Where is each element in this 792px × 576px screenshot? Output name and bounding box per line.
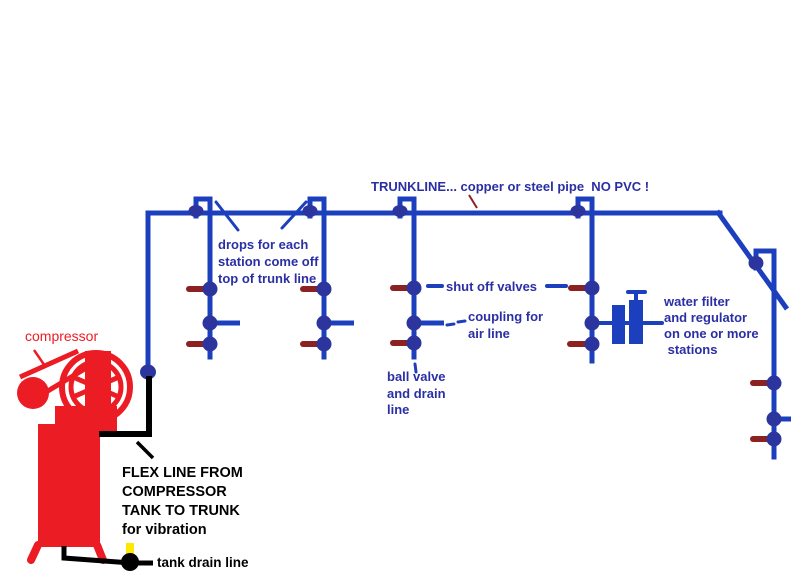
- shutoff-valve-body: [202, 281, 218, 297]
- drop-station-2: [300, 196, 354, 360]
- coupling-fitting: [766, 411, 782, 427]
- drop-station-5: [748, 248, 791, 460]
- flexline-leader-line: [135, 440, 155, 460]
- trunk-tee-fitting: [302, 205, 318, 217]
- trunkline-leader-line: [468, 194, 478, 209]
- flex-line-pipe: [99, 376, 152, 437]
- trunk-tee-fitting: [570, 205, 586, 217]
- motor: [17, 377, 49, 409]
- tank-body: [38, 424, 100, 547]
- ball-valve-label: ball valve and drain line: [387, 369, 446, 417]
- shutoff-valve-body: [584, 280, 600, 296]
- drop-pipe: [193, 196, 213, 360]
- drops-leader-line-1: [214, 200, 240, 232]
- drain-valve-handle: [126, 543, 134, 557]
- shutoff-valve-body: [406, 280, 422, 296]
- flex-line-label: FLEX LINE FROM COMPRESSOR TANK TO TRUNK …: [122, 465, 243, 538]
- drop-pipe: [575, 196, 595, 364]
- drain-line-pipe: [61, 546, 153, 566]
- drop-pipe: [397, 196, 417, 360]
- trunk-tee-fitting: [748, 256, 764, 270]
- coupling-fitting: [316, 315, 332, 331]
- flex-connection-fitting: [140, 364, 156, 380]
- ballvalve-leader-dash: [413, 362, 418, 374]
- coupling-fitting: [584, 315, 600, 331]
- trunkline-label: TRUNKLINE... copper or steel pipe NO PVC…: [371, 179, 650, 194]
- compressor-label: compressor: [25, 328, 99, 344]
- regulator-body: [629, 300, 643, 344]
- compressor-drawing: [17, 348, 133, 564]
- compressor-leader-line: [32, 349, 47, 367]
- water-filter-label: water filter and regulator on one or mor…: [664, 294, 759, 357]
- shutoff-valve-body: [316, 281, 332, 297]
- tank-leg-left: [27, 541, 42, 564]
- trunk-tee-fitting: [188, 205, 204, 217]
- coupling-fitting: [202, 315, 218, 331]
- drop-station-1: [186, 196, 240, 360]
- trunk-tee-fitting: [392, 205, 408, 217]
- tank-drain-group: [61, 543, 153, 571]
- ball-valve-body: [406, 335, 422, 351]
- drops-label: drops for each station come off top of t…: [218, 237, 319, 286]
- drops-leader-line-2: [280, 200, 308, 230]
- ball-valve-body: [316, 336, 332, 352]
- drop-station-4: [567, 196, 664, 364]
- water-filter-body: [612, 305, 625, 344]
- ball-valve-body: [766, 431, 782, 447]
- tank-drain-label: tank drain line: [157, 555, 249, 570]
- ball-valve-body: [202, 336, 218, 352]
- belt-line-top: [18, 348, 80, 380]
- coupling-leader-dash-1: [445, 322, 456, 327]
- pump-cylinder: [85, 351, 111, 413]
- leader-lines: [32, 194, 568, 460]
- tank-leg-right: [93, 541, 107, 564]
- shutoff-valves-label: shut off valves: [446, 279, 538, 294]
- coupling-fitting: [406, 315, 422, 331]
- drop-station-3: [390, 196, 444, 360]
- coupling-label: coupling for air line: [468, 309, 544, 341]
- coupling-leader-dash-2: [456, 319, 467, 324]
- trunk-line-pipe: [145, 210, 723, 373]
- shutoff-valve-body: [766, 375, 782, 391]
- drain-valve-body: [121, 553, 139, 571]
- ball-valve-body: [584, 336, 600, 352]
- flex-line-group: [99, 376, 152, 437]
